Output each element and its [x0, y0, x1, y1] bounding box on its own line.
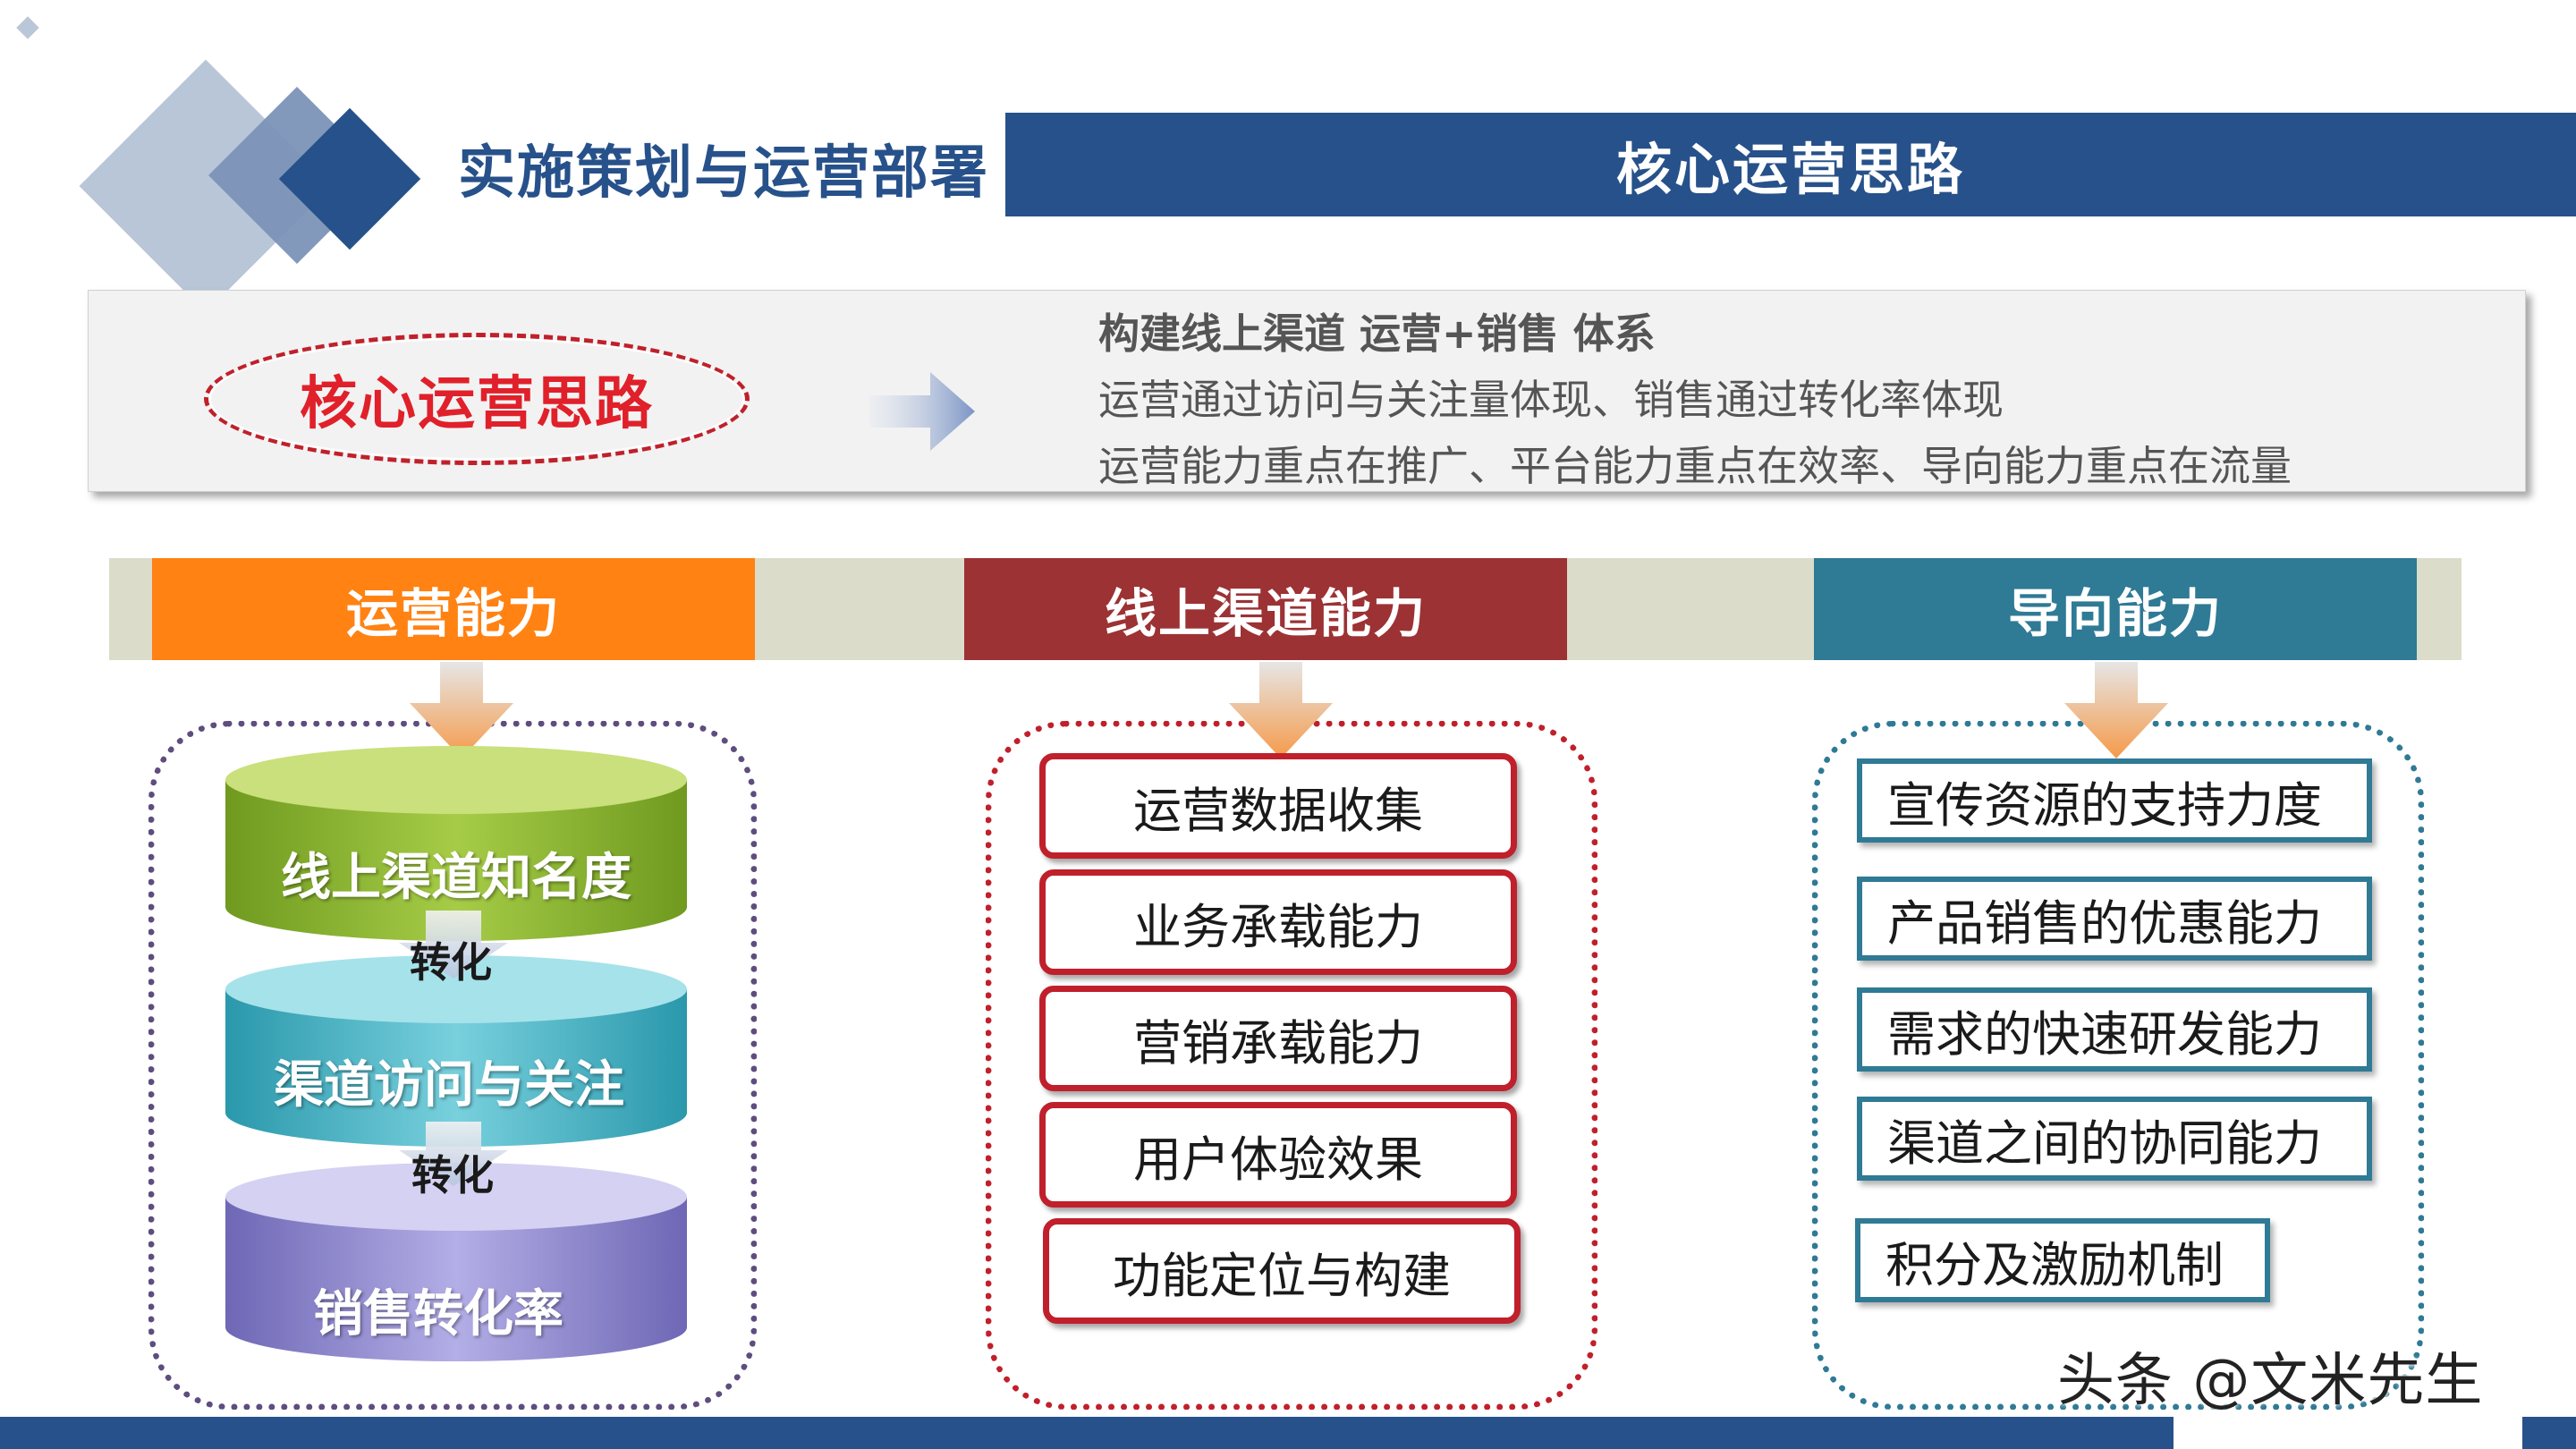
- guide-item: 渠道之间的协同能力: [1857, 1097, 2372, 1181]
- channel-item: 业务承载能力: [1039, 869, 1517, 975]
- guide-item: 产品销售的优惠能力: [1857, 877, 2372, 961]
- section-title: 实施策划与运营部署: [458, 140, 989, 207]
- corner-diamond-icon: [16, 16, 39, 39]
- footer-bar: [0, 1417, 2174, 1449]
- conversion-label-2: 转化: [411, 1151, 494, 1199]
- summary-line-1: 构建线上渠道 运营+销售 体系: [1098, 309, 1656, 358]
- watermark: 头条 @文米先生: [2057, 1348, 2484, 1414]
- summary-label-ellipse: [204, 333, 750, 465]
- down-arrow-icon: [1229, 662, 1333, 758]
- category-operations: 运营能力: [152, 558, 755, 660]
- guide-item: 需求的快速研发能力: [1857, 987, 2372, 1072]
- funnel-cylinders: [225, 746, 687, 1361]
- summary-text: 构建线上渠道 运营+销售 体系 运营通过访问与关注量体现、销售通过转化率体现 运…: [1098, 301, 2292, 499]
- banner-title: 核心运营思路: [1005, 113, 2576, 216]
- funnel-stage-3: 销售转化率: [313, 1285, 564, 1343]
- channel-item: 用户体验效果: [1039, 1102, 1517, 1208]
- summary-line-3: 运营能力重点在推广、平台能力重点在效率、导向能力重点在流量: [1098, 442, 2292, 490]
- arrow-right-icon: [869, 372, 975, 451]
- down-arrow-icon: [2064, 662, 2168, 758]
- funnel-stage-2: 渠道访问与关注: [274, 1056, 624, 1114]
- channel-item: 运营数据收集: [1039, 753, 1517, 859]
- channel-item: 功能定位与构建: [1043, 1218, 1521, 1324]
- summary-line-2: 运营通过访问与关注量体现、销售通过转化率体现: [1098, 376, 2004, 424]
- conversion-label-1: 转化: [410, 938, 492, 987]
- category-online-channel: 线上渠道能力: [964, 558, 1567, 660]
- category-guidance: 导向能力: [1814, 558, 2417, 660]
- guide-item: 宣传资源的支持力度: [1857, 758, 2372, 843]
- channel-item: 营销承载能力: [1039, 986, 1517, 1091]
- guide-item: 积分及激励机制: [1855, 1218, 2270, 1302]
- funnel-stage-1: 线上渠道知名度: [281, 849, 631, 907]
- summary-label: 核心运营思路: [300, 371, 654, 437]
- down-arrow-icon: [410, 662, 513, 758]
- footer-bar-right: [2522, 1417, 2576, 1449]
